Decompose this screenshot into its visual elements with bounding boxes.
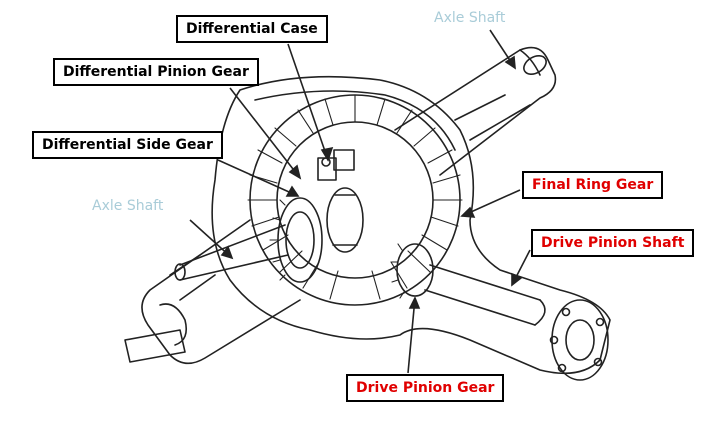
left-axle-housing [141,219,301,365]
drive-pinion-gear-shape [396,243,434,297]
leader-differential-side-gear [217,159,299,197]
label-drive-pinion-shaft: Drive Pinion Shaft [531,229,695,257]
left-axle-shaft [179,224,289,281]
ring-gear-inner [276,121,434,279]
ring-gear-outer [249,94,461,306]
leader-differential-pinion-gear [229,87,301,179]
right-axle-tube [394,46,557,176]
leader-differential-case [287,43,329,161]
housing-outline [211,75,611,375]
label-axle-shaft-right: Axle Shaft [434,10,506,26]
label-differential-case: Differential Case [176,15,328,43]
label-differential-side-gear: Differential Side Gear [32,131,223,159]
pinion-flange [551,299,609,381]
label-axle-shaft-left: Axle Shaft [92,198,164,214]
pinion-gear [326,187,364,253]
label-final-ring-gear: Final Ring Gear [522,171,664,199]
leader-drive-pinion-gear [407,297,416,374]
label-drive-pinion-gear: Drive Pinion Gear [346,374,505,402]
label-differential-pinion-gear: Differential Pinion Gear [53,58,259,86]
right-axle-end [523,55,547,75]
left-axle-stub [124,329,186,363]
drive-pinion-shaft [424,264,541,326]
side-gear [277,197,323,283]
